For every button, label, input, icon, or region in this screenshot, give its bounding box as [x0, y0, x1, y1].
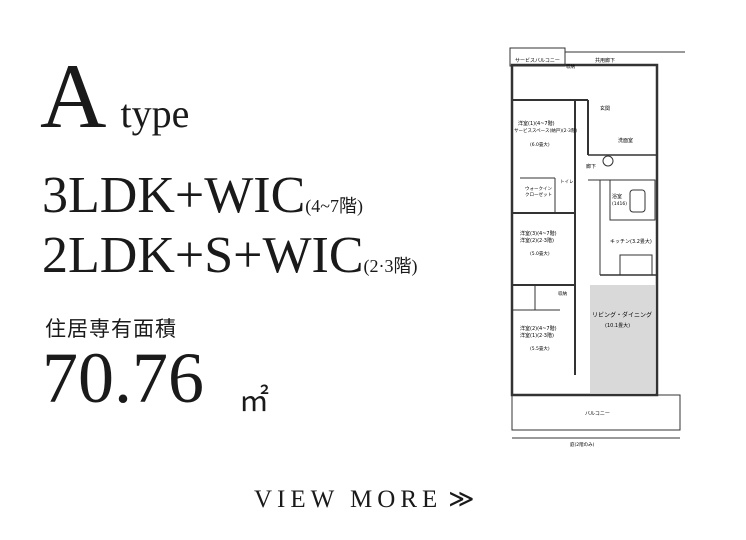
svg-text:バルコニー: バルコニー — [585, 411, 610, 417]
svg-text:共用廊下: 共用廊下 — [595, 57, 615, 64]
svg-text:トイレ: トイレ — [560, 180, 574, 185]
svg-text:(5.0畳大): (5.0畳大) — [530, 250, 550, 257]
type-heading: A type — [40, 50, 189, 142]
type-word: type — [120, 91, 190, 136]
svg-text:(6.0畳大): (6.0畳大) — [530, 141, 550, 148]
svg-text:収納: 収納 — [558, 290, 567, 297]
floor-plan-image: サービスバルコニー 共用廊下 玄関 洋室(1)(4~7階) サービススペース(納… — [509, 47, 685, 448]
svg-text:洋室(2)(4~7階): 洋室(2)(4~7階) — [520, 325, 557, 332]
view-more-link[interactable]: VIEW MORE≫ — [254, 484, 479, 514]
svg-text:庭(2階のみ): 庭(2階のみ) — [570, 441, 595, 448]
area-value: 70.76 — [42, 338, 204, 418]
svg-text:クローゼット: クローゼット — [525, 191, 552, 198]
double-chevron-right-icon: ≫ — [448, 486, 480, 513]
plan-layout-note: (4~7階) — [305, 196, 364, 216]
plan-layout-2: 2LDK+S+WIC(2·3階) — [42, 228, 418, 294]
plan-layout-note: (2·3階) — [363, 256, 418, 276]
svg-text:洗面室: 洗面室 — [618, 137, 633, 144]
svg-text:サービススペース(納戸)(2·3階): サービススペース(納戸)(2·3階) — [514, 127, 577, 134]
type-letter: A — [40, 45, 107, 147]
plan-layout-1: 3LDK+WIC(4~7階) — [42, 168, 363, 234]
svg-text:洋室(3)(4~7階): 洋室(3)(4~7階) — [520, 230, 557, 237]
svg-text:(10.1畳大): (10.1畳大) — [605, 322, 630, 329]
svg-text:洋室(1)(2·3階): 洋室(1)(2·3階) — [520, 332, 554, 339]
svg-text:浴室: 浴室 — [612, 193, 622, 200]
svg-text:収納: 収納 — [566, 63, 575, 70]
svg-text:ウォークイン: ウォークイン — [525, 185, 552, 192]
svg-text:(1416): (1416) — [612, 201, 627, 207]
svg-text:(5.5畳大): (5.5畳大) — [530, 345, 550, 352]
plan-layout-text: 3LDK+WIC — [42, 167, 306, 224]
svg-text:洋室(2)(2·3階): 洋室(2)(2·3階) — [520, 237, 554, 244]
view-more-label: VIEW MORE — [254, 486, 443, 513]
svg-text:サービスバルコニー: サービスバルコニー — [515, 57, 560, 64]
svg-text:キッチン(3.2畳大): キッチン(3.2畳大) — [610, 238, 652, 245]
area-label: 住居専有面積 — [45, 317, 177, 341]
area-unit: ㎡ — [239, 385, 269, 418]
svg-text:玄関: 玄関 — [600, 105, 610, 112]
plan-layout-text: 2LDK+S+WIC — [42, 227, 364, 284]
svg-text:廊下: 廊下 — [586, 163, 596, 170]
unit-info: A type 3LDK+WIC(4~7階) 2LDK+S+WIC(2·3階) 住… — [40, 50, 418, 418]
svg-text:洋室(1)(4~7階): 洋室(1)(4~7階) — [518, 120, 555, 127]
svg-text:リビング・ダイニング: リビング・ダイニング — [592, 311, 652, 319]
